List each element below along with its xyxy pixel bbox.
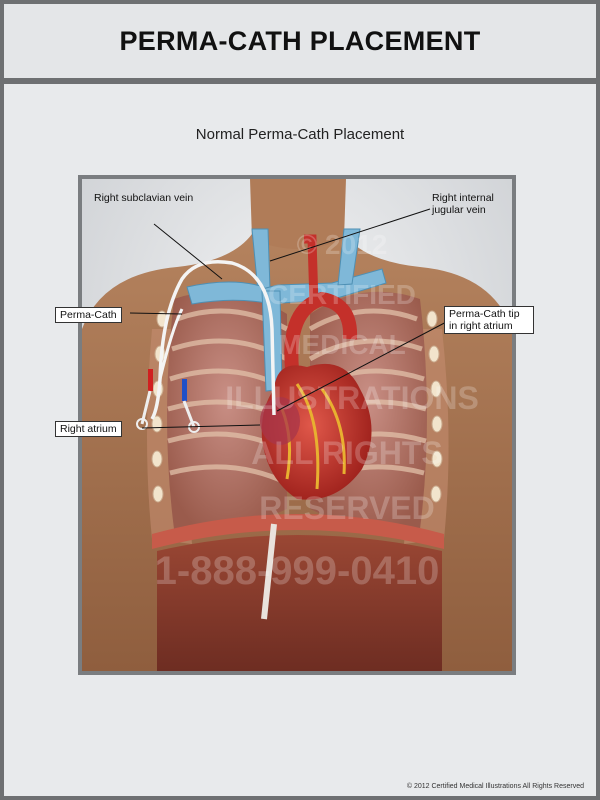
title-bar: PERMA-CATH PLACEMENT	[4, 4, 596, 84]
svg-text:© 2012: © 2012	[297, 229, 388, 260]
illustration-page: PERMA-CATH PLACEMENT Normal Perma-Cath P…	[4, 4, 596, 796]
chest-anatomy-illustration: © 2012 CERTIFIED MEDICAL ILLUSTRATIONS A…	[82, 179, 512, 671]
leader-perma-cath	[129, 312, 183, 315]
watermark: © 2012 CERTIFIED MEDICAL ILLUSTRATIONS A…	[155, 229, 479, 593]
neck	[250, 179, 346, 249]
liver	[157, 535, 442, 671]
leader-lines	[129, 208, 453, 429]
svg-text:ALL RIGHTS: ALL RIGHTS	[251, 435, 442, 471]
leader-subclavian	[153, 223, 223, 280]
anatomy-illustration-frame: © 2012 CERTIFIED MEDICAL ILLUSTRATIONS A…	[55, 175, 534, 675]
perma-cath-tunnel	[158, 308, 184, 380]
perma-cath-catheter	[150, 260, 276, 420]
left-brachiocephalic-vein	[260, 268, 387, 304]
label-perma-cath-tip: Perma-Cath tip in right atrium	[444, 306, 534, 334]
right-atrium	[260, 397, 300, 445]
label-right-atrium: Right atrium	[55, 421, 122, 437]
label-right-subclavian-vein: Right subclavian vein	[94, 192, 194, 204]
inferior-vena-cava	[261, 523, 277, 620]
left-internal-jugular-vein	[337, 228, 361, 286]
leader-cath-tip	[276, 318, 453, 412]
copyright-notice: © 2012 Certified Medical Illustrations A…	[406, 783, 584, 790]
page-title: PERMA-CATH PLACEMENT	[119, 25, 481, 56]
aortic-arch	[284, 291, 358, 370]
diaphragm	[152, 514, 444, 549]
carotid-artery	[304, 234, 319, 305]
leader-jugular	[269, 208, 431, 262]
svg-text:1-888-999-0410: 1-888-999-0410	[155, 549, 440, 593]
leader-right-atrium	[141, 424, 261, 429]
svg-text:CERTIFIED: CERTIFIED	[268, 279, 416, 310]
svg-text:RESERVED: RESERVED	[259, 490, 434, 526]
svg-text:ILLUSTRATIONS: ILLUSTRATIONS	[225, 380, 479, 416]
label-perma-cath: Perma-Cath	[55, 307, 122, 323]
label-right-internal-jugular-vein: Right internal jugular vein	[432, 192, 494, 216]
illustration-subtitle: Normal Perma-Cath Placement	[195, 126, 405, 143]
right-subclavian-vein	[186, 281, 267, 305]
perma-cath-hub	[136, 369, 200, 433]
svg-text:MEDICAL: MEDICAL	[278, 329, 406, 360]
